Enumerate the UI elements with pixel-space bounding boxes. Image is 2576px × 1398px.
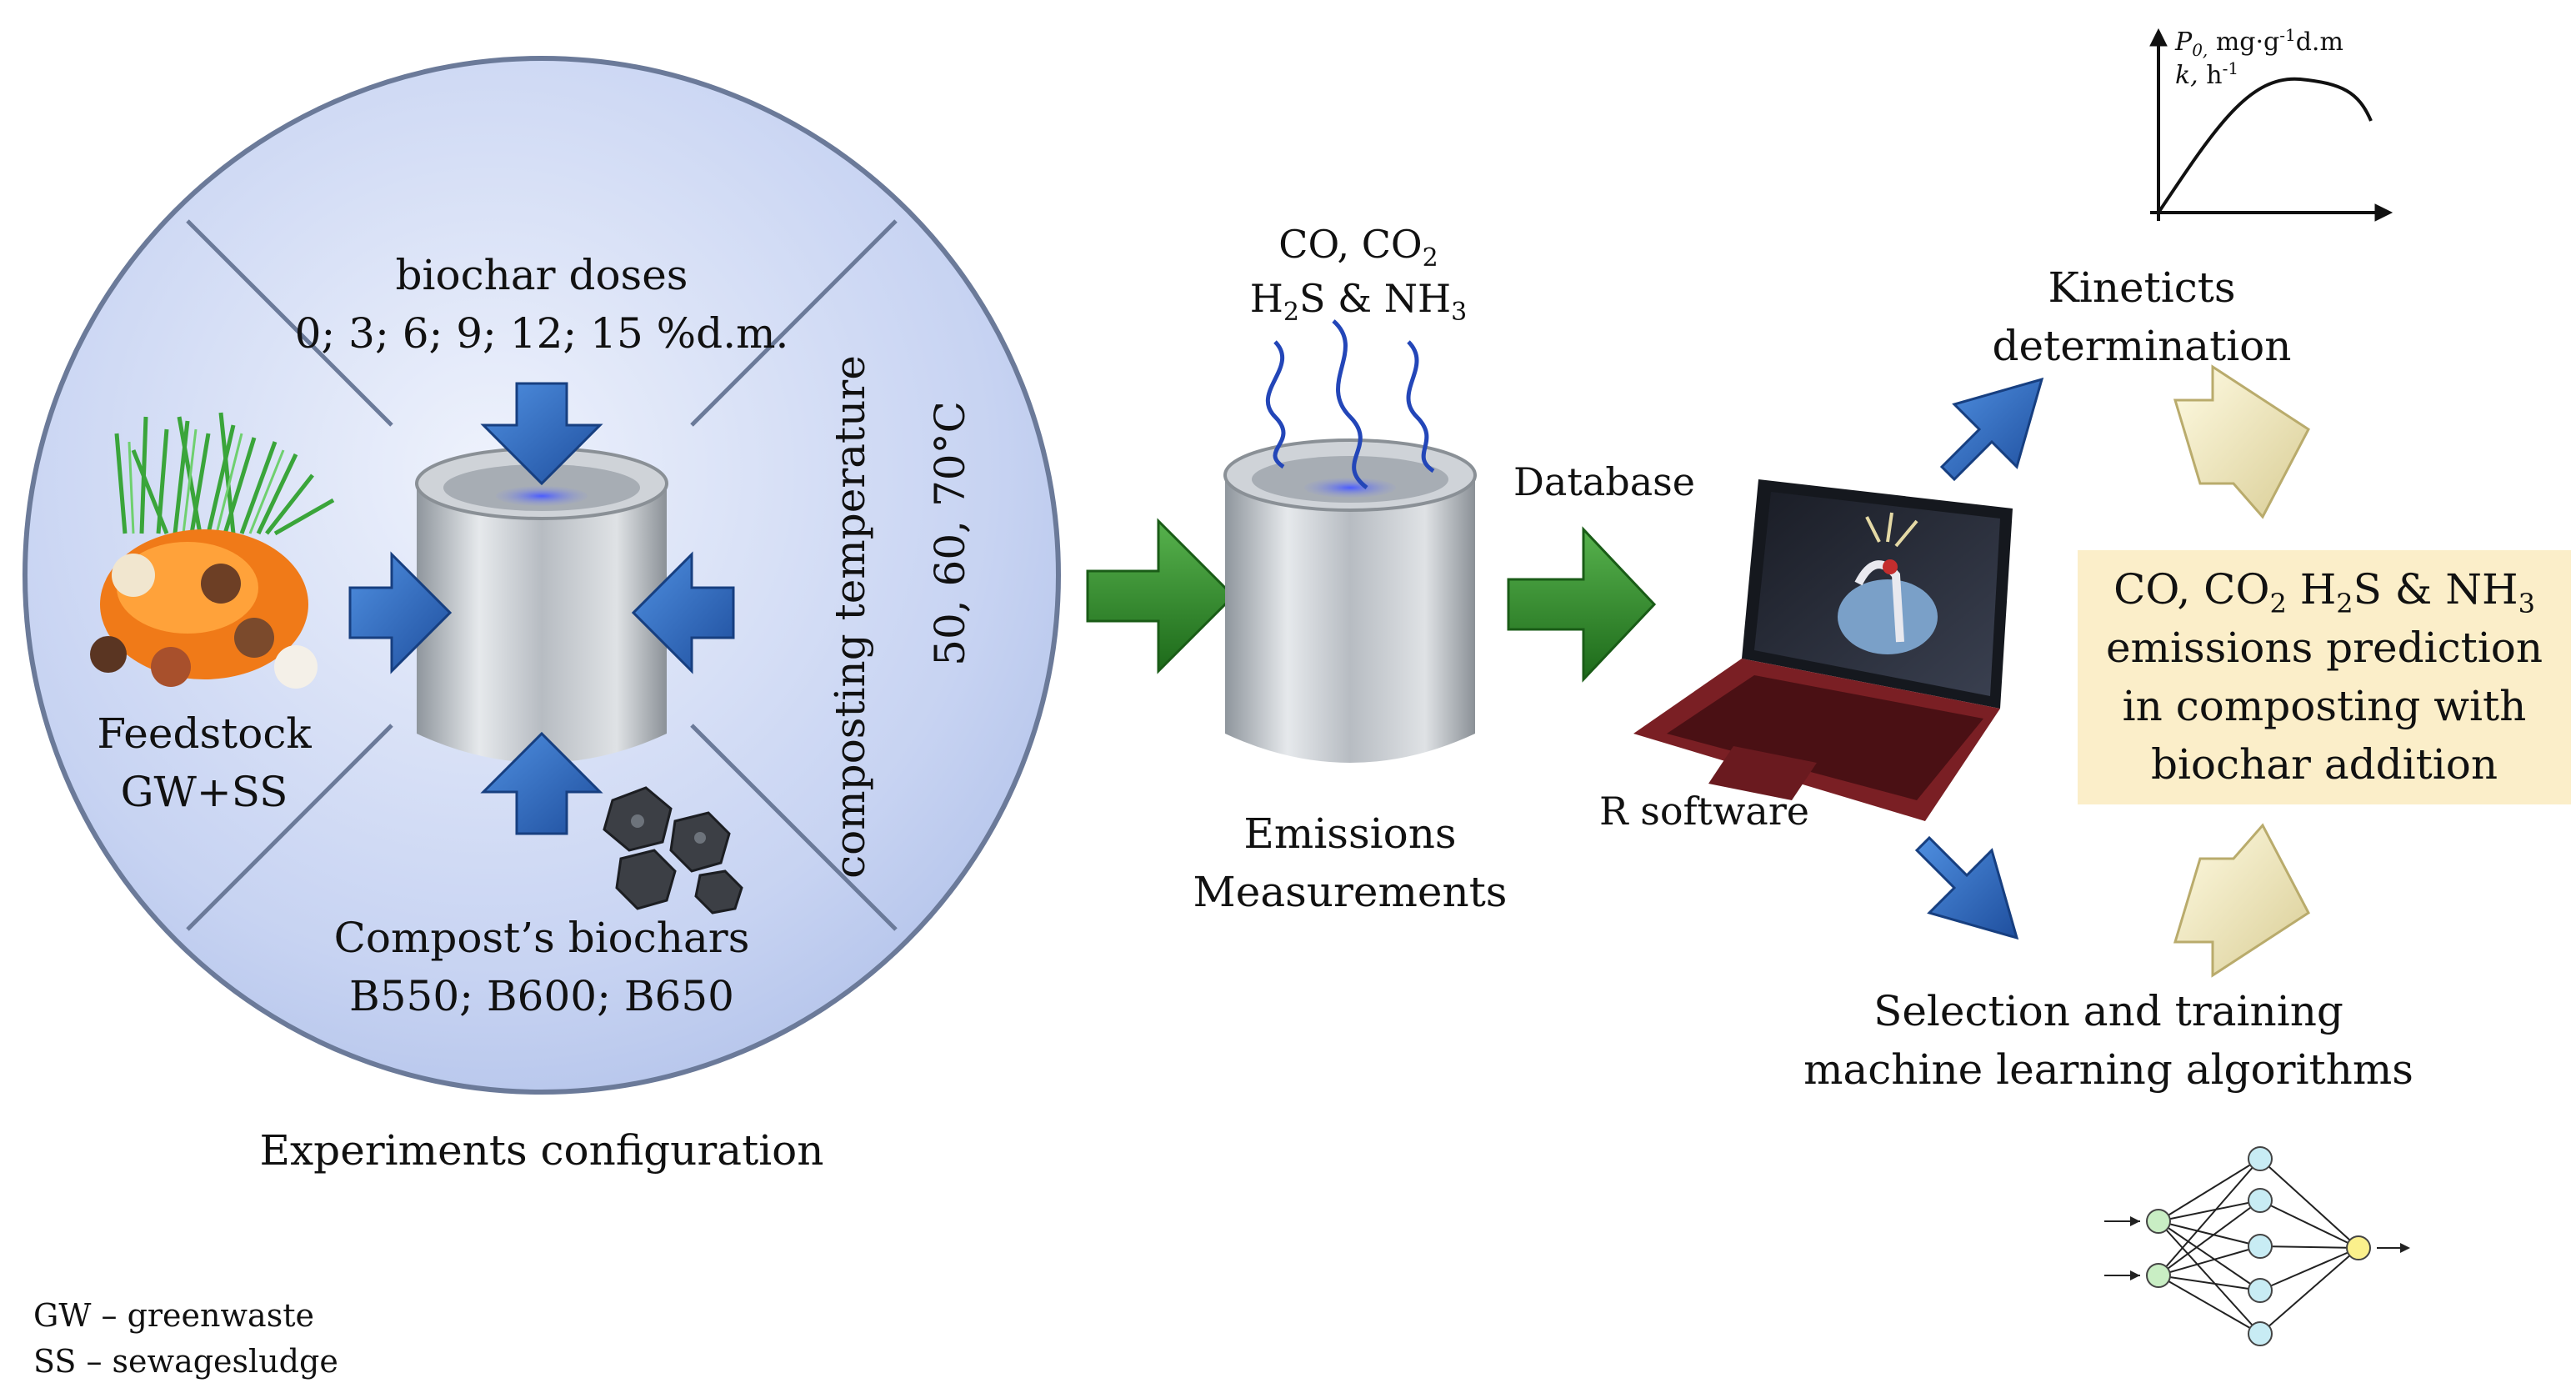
biochars-values: B550; B600; B650	[348, 972, 734, 1020]
temperature-values: 50, 60, 70°C	[926, 401, 974, 666]
prediction-line-2: emissions prediction	[2105, 624, 2543, 672]
neural-network-icon	[2104, 1146, 2410, 1346]
ml-label-1: Selection and training	[1873, 987, 2343, 1035]
cream-arrow-icon	[2173, 364, 2310, 978]
kinetics-graph-icon	[2149, 28, 2393, 222]
legend-ss: SS – sewagesludge	[33, 1343, 338, 1380]
prediction-line-3: in composting with	[2122, 682, 2527, 730]
green-arrow-icon	[1507, 526, 1657, 683]
biochar-reactor-icon	[415, 447, 668, 763]
blue-arrow-icon	[348, 382, 735, 835]
database-label: Database	[1513, 459, 1695, 504]
r-software-label: R software	[1598, 789, 1810, 834]
emission-waves-icon	[1265, 319, 1435, 489]
green-arrow-icon	[1086, 518, 1236, 674]
kinetics-label-1: Kineticts	[2048, 263, 2236, 312]
experiments-caption: Experiments configuration	[259, 1126, 824, 1175]
temperature-label: composting temperature	[821, 355, 879, 879]
biochar-cubes-icon	[603, 786, 743, 914]
biochar-doses-values: 0; 3; 6; 9; 12; 15 %d.m.	[294, 309, 789, 358]
feedstock-title: Feedstock	[97, 709, 312, 758]
kinetics-label-2: determination	[1992, 322, 2292, 370]
emissions-label-2: Measurements	[1193, 868, 1508, 916]
legend-gw: GW – greenwaste	[33, 1297, 314, 1334]
prediction-line-1: CO, CO2 H2S & NH3	[2113, 565, 2535, 619]
gases-line-2: H2S & NH3	[1249, 276, 1468, 328]
temperature-values-wrap: 50, 60, 70°C	[921, 401, 979, 666]
emissions-label-1: Emissions	[1243, 809, 1457, 858]
biochars-title: Compost’s biochars	[333, 914, 750, 962]
ml-label-2: machine learning algorithms	[1803, 1045, 2413, 1094]
laptop-icon	[1633, 479, 2013, 821]
feedstock-value: GW+SS	[120, 768, 288, 816]
blue-arrow-icon	[1914, 377, 2044, 940]
prediction-box	[2078, 550, 2571, 804]
prediction-line-4: biochar addition	[2150, 740, 2498, 789]
kinetics-y-axis-label-2: k, h-1	[2175, 58, 2239, 90]
emissions-reactor-icon	[1223, 438, 1477, 763]
gases-line-1: CO, CO2	[1278, 222, 1438, 273]
biochar-doses-title: biochar doses	[395, 251, 688, 299]
grass-icon	[90, 412, 335, 689]
temperature-title: composting temperature	[826, 355, 874, 879]
kinetics-y-axis-label-1: P0, mg·g-1d.m	[2175, 25, 2343, 60]
